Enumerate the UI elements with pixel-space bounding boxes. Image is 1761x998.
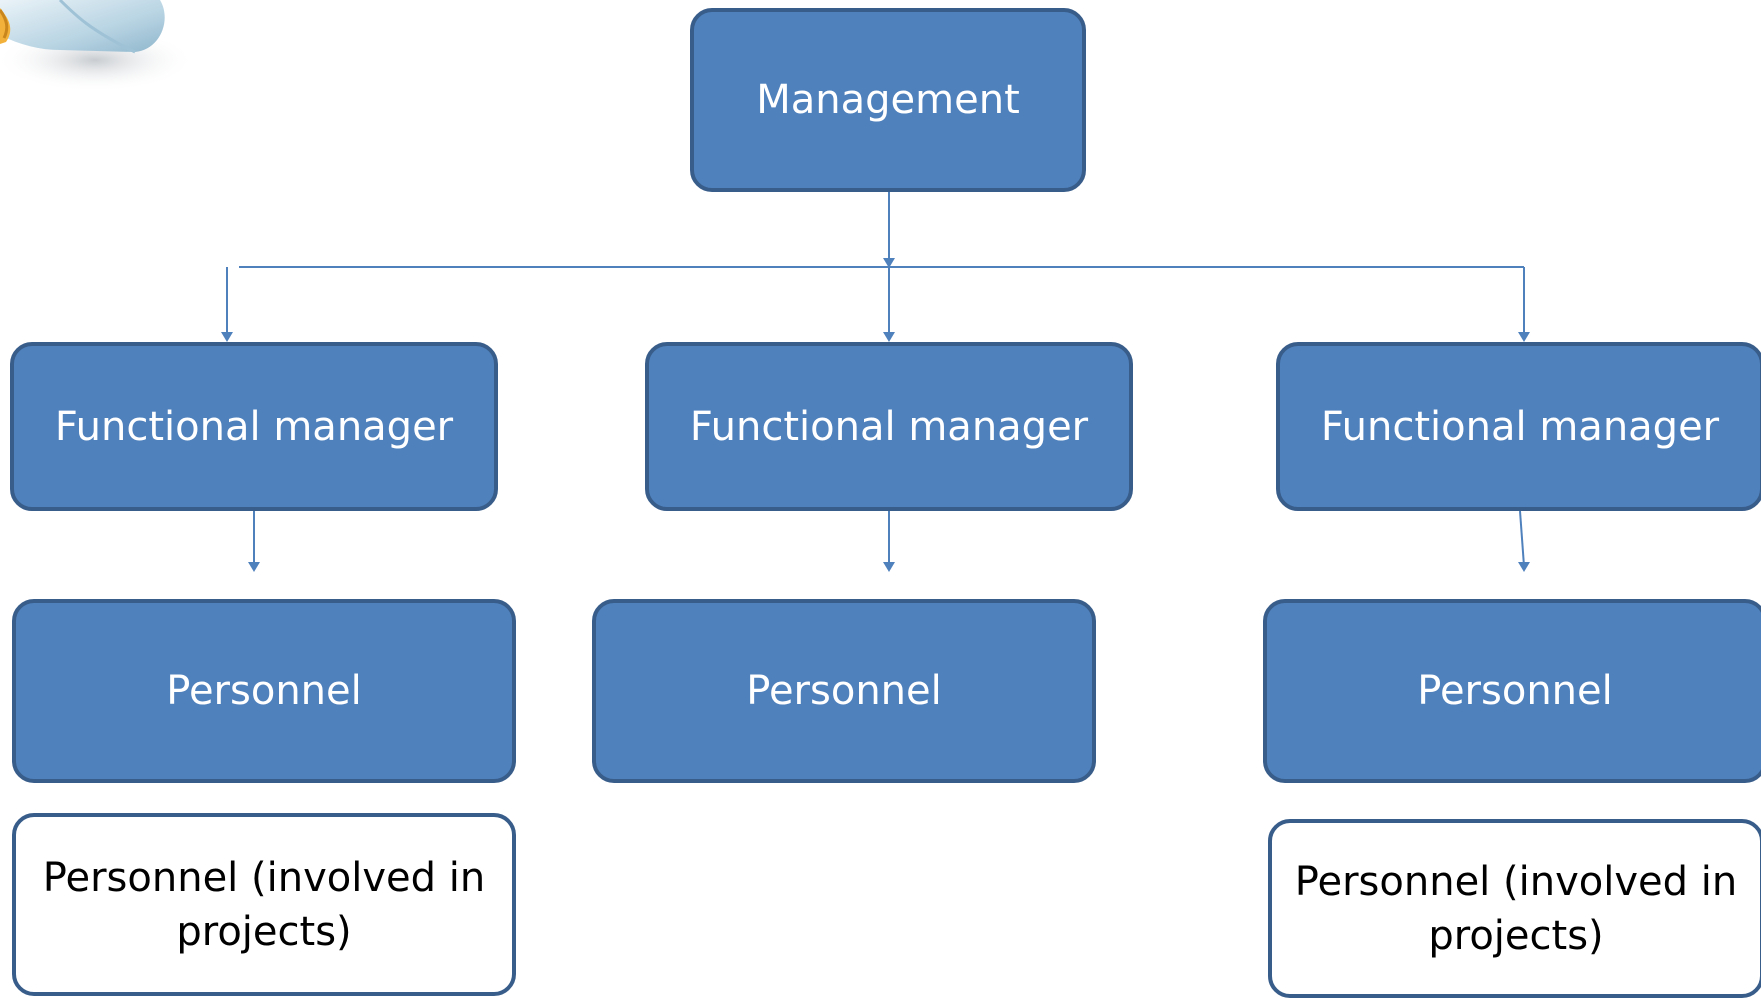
- personnel-projects-label: Personnel (involved in projects): [42, 854, 486, 955]
- personnel-label: Personnel: [166, 668, 362, 714]
- functional-manager-box-2: Functional manager: [645, 342, 1133, 511]
- management-box: Management: [690, 8, 1086, 192]
- personnel-label: Personnel: [746, 668, 942, 714]
- functional-manager-label: Functional manager: [54, 403, 454, 450]
- personnel-projects-label: Personnel (involved in projects): [1294, 858, 1738, 959]
- personnel-projects-box-2: Personnel (involved in projects): [1268, 819, 1761, 998]
- personnel-box-1: Personnel: [12, 599, 516, 783]
- functional-manager-label: Functional manager: [1320, 403, 1720, 450]
- personnel-box-3: Personnel: [1263, 599, 1761, 783]
- personnel-label: Personnel: [1417, 668, 1613, 714]
- personnel-box-2: Personnel: [592, 599, 1096, 783]
- functional-manager-label: Functional manager: [689, 403, 1089, 450]
- personnel-projects-box-1: Personnel (involved in projects): [12, 813, 516, 996]
- corner-decoration-image: [0, 0, 190, 92]
- functional-manager-box-3: Functional manager: [1276, 342, 1761, 511]
- functional-manager-box-1: Functional manager: [10, 342, 498, 511]
- management-label: Management: [756, 77, 1020, 123]
